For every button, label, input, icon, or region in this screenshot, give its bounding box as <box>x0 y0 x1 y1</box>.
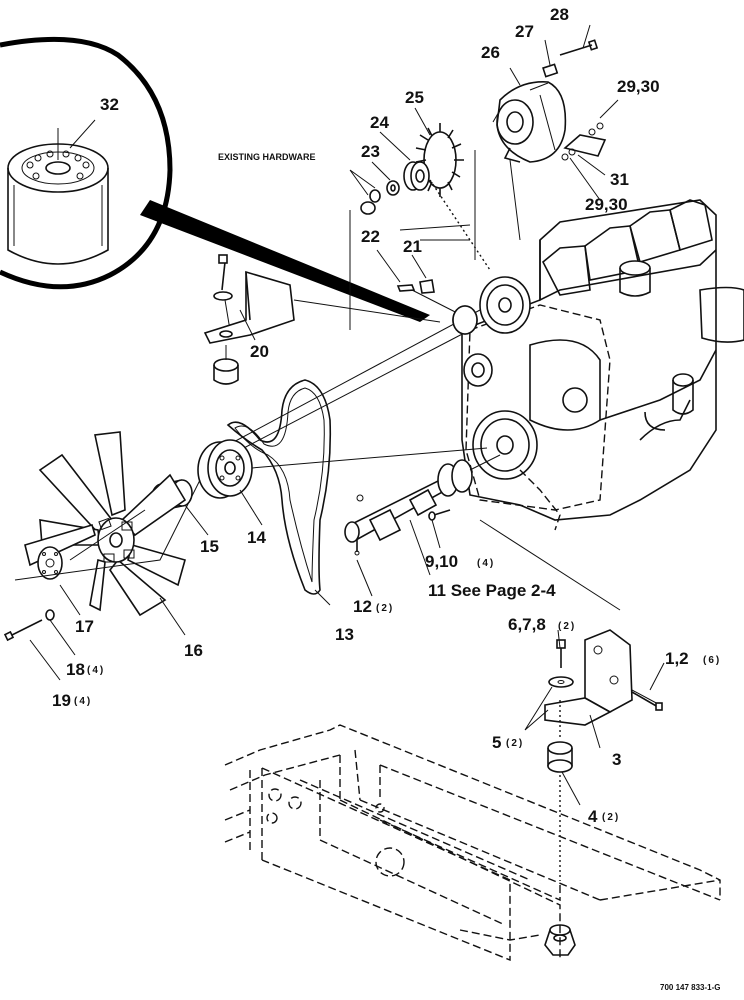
bracket-20 <box>203 254 441 385</box>
label-18: 18 <box>66 660 85 679</box>
frame <box>224 724 721 962</box>
fan-25 <box>415 123 464 197</box>
label-4: 4 <box>588 807 598 826</box>
alternator <box>492 81 567 163</box>
bracket-31 <box>561 122 607 161</box>
drive-belt-13 <box>226 379 332 595</box>
mount-bracket-3 <box>544 629 661 726</box>
label-1-2-qty: (6) <box>703 655 721 666</box>
washer-5 <box>548 676 574 688</box>
label-22: 22 <box>361 227 380 246</box>
label-17: 17 <box>75 617 94 636</box>
fitting-21 <box>419 279 435 294</box>
label-29-30-bottom: 29,30 <box>585 195 628 214</box>
bolt-6-7-8 <box>556 639 566 668</box>
spacer-27 <box>542 63 559 78</box>
mount-leader-line <box>479 519 621 611</box>
label-9-10: 9,10 <box>425 552 458 571</box>
label-18-qty: (4) <box>87 665 105 676</box>
existing-hardware-parts <box>360 189 381 215</box>
isolator-4 <box>547 700 573 880</box>
label-6-7-8-qty: (2) <box>558 621 576 632</box>
label-19-qty: (4) <box>74 696 92 707</box>
leader-lines <box>29 24 665 806</box>
label-4-qty: (2) <box>602 812 620 823</box>
label-21: 21 <box>403 237 422 256</box>
label-11: 11 See Page 2-4 <box>428 581 556 600</box>
bolt-9-10 <box>428 509 451 521</box>
frame-mount <box>544 924 576 956</box>
filter-detail-inset <box>0 36 430 322</box>
bolt-1-2 <box>631 691 663 711</box>
label-14: 14 <box>247 528 266 547</box>
part-labels: 28 27 26 29,30 31 29,30 25 24 23 EXISTIN… <box>52 5 721 992</box>
drawing-number: 700 147 833-1-G <box>660 983 721 992</box>
plate-17 <box>37 546 63 580</box>
label-26: 26 <box>481 43 500 62</box>
label-existing-hardware: EXISTING HARDWARE <box>218 152 316 162</box>
label-24: 24 <box>370 113 389 132</box>
pulley-24 <box>403 161 430 191</box>
label-31: 31 <box>610 170 629 189</box>
label-1-2: 1,2 <box>665 649 689 668</box>
label-20: 20 <box>250 342 269 361</box>
idler-pulley <box>452 305 478 335</box>
label-5-qty: (2) <box>506 738 524 749</box>
pulley-14 <box>197 439 253 499</box>
label-28: 28 <box>550 5 569 24</box>
label-16: 16 <box>184 641 203 660</box>
label-15: 15 <box>200 537 219 556</box>
washer-18 <box>45 609 55 621</box>
setscrew-12 <box>354 540 360 556</box>
filter-drawing <box>7 128 109 265</box>
label-27: 27 <box>515 22 534 41</box>
label-5: 5 <box>492 733 501 752</box>
label-25: 25 <box>405 88 424 107</box>
label-23: 23 <box>361 142 380 161</box>
label-13: 13 <box>335 625 354 644</box>
engine-block <box>452 199 744 531</box>
label-12-qty: (2) <box>376 603 394 614</box>
label-19: 19 <box>52 691 71 710</box>
label-12: 12 <box>353 597 372 616</box>
label-9-10-qty: (4) <box>477 558 495 569</box>
label-6-7-8: 6,7,8 <box>508 615 546 634</box>
bolt-19 <box>3 619 43 642</box>
label-32: 32 <box>100 95 119 114</box>
label-3: 3 <box>612 750 621 769</box>
alternator-bolt-28 <box>559 39 599 56</box>
washer-23 <box>386 180 400 196</box>
drive-shaft-11 <box>344 454 501 543</box>
label-29-30-top: 29,30 <box>617 77 660 96</box>
fitting-22 <box>396 284 416 292</box>
fan-16 <box>24 431 187 617</box>
